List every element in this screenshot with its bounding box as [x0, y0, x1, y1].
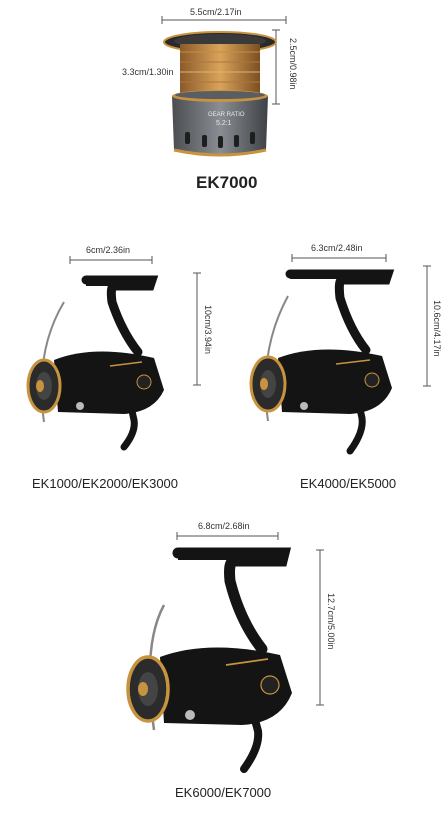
reel-3-dimension-lines [176, 532, 324, 706]
reel-2-height-dimension: 10.6cm/4.17in [432, 300, 442, 357]
reel-2-width-dimension: 6.3cm/2.48in [311, 243, 363, 253]
spool-image [163, 31, 277, 157]
reel-1-image [26, 275, 164, 451]
reel-2-dimension-lines [291, 254, 431, 387]
spool-engraving-line2: 5.2:1 [216, 120, 232, 127]
reel-2-section: 6.3cm/2.48in 10.6cm/4.17in EK4000/EK5000 [224, 230, 448, 500]
reel-3-image [126, 547, 292, 773]
spool-engraving-line1: GEAR RATIO [208, 112, 245, 118]
reel-3-height-dimension: 12.7cm/5.00in [326, 593, 336, 650]
spool-top-dimension: 5.5cm/2.17in [190, 7, 242, 17]
spool-left-dimension: 3.3cm/1.30in [122, 67, 174, 77]
reel-3-section: 6.8cm/2.68in 12.7cm/5.00in EK6000/EK7000 [0, 505, 448, 820]
spool-section: 5.5cm/2.17in 3.3cm/1.30in 2.5cm/0.98in [0, 0, 448, 200]
reel-2-image [249, 269, 395, 455]
reel-1-width-dimension: 6cm/2.36in [86, 245, 131, 255]
reel-1-caption: EK1000/EK2000/EK3000 [32, 476, 179, 491]
spool-model-label: EK7000 [196, 173, 258, 192]
reel-3-caption: EK6000/EK7000 [175, 785, 272, 800]
reel-2-caption: EK4000/EK5000 [300, 476, 397, 491]
reel-1-dimension-lines [69, 256, 201, 386]
reel-1-section: 6cm/2.36in 10cm/3.94in EK1000/EK2000/EK3… [0, 230, 224, 500]
reel-1-height-dimension: 10cm/3.94in [203, 305, 213, 355]
reel-3-width-dimension: 6.8cm/2.68in [198, 521, 250, 531]
spool-right-dimension: 2.5cm/0.98in [288, 38, 298, 90]
